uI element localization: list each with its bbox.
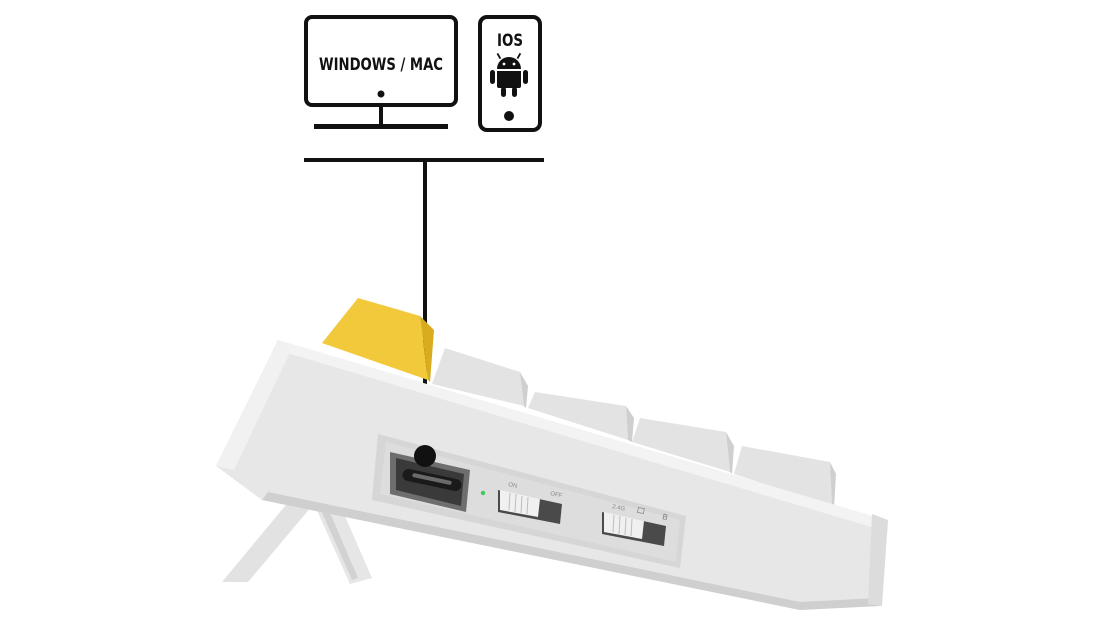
keyboard-side-view: ON OFF 2.4G B	[216, 298, 888, 610]
android-robot-icon	[490, 52, 528, 97]
power-switch[interactable]: ON OFF	[498, 482, 563, 524]
keycap	[632, 418, 730, 472]
keycap-accent	[322, 298, 428, 380]
monitor-icon	[304, 15, 458, 129]
wired-mode-icon	[636, 506, 645, 515]
mode-switch[interactable]: 2.4G B	[602, 504, 669, 546]
cable-endpoint-dot	[414, 445, 436, 467]
power-off-label: OFF	[550, 491, 563, 499]
usb-c-port-icon[interactable]	[390, 452, 470, 512]
cable-line	[423, 160, 427, 455]
keycap	[432, 348, 524, 406]
desktop-label: WINDOWS / MAC	[319, 55, 443, 75]
phone-label: IOS	[497, 31, 523, 51]
power-on-label: ON	[508, 482, 518, 490]
stand-leg-back	[222, 500, 312, 582]
status-led	[480, 490, 486, 496]
mode-b-label: B	[662, 512, 669, 522]
keyboard-case	[216, 340, 886, 610]
mode-2g4-label: 2.4G	[612, 504, 626, 513]
keycap	[528, 392, 628, 440]
keycap	[734, 446, 832, 506]
